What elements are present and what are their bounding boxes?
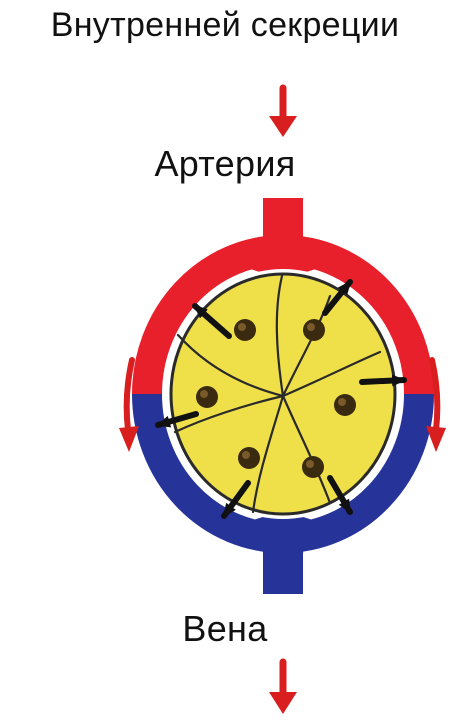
nucleus [238,447,260,469]
nucleus [196,386,218,408]
inflow-arrow-icon [269,88,297,137]
outflow-arrow-icon [269,662,297,714]
nucleus [303,319,325,341]
nucleus [302,456,324,478]
nucleus [334,394,356,416]
secretion-arrow-icon [362,380,404,382]
nucleus [234,319,256,341]
